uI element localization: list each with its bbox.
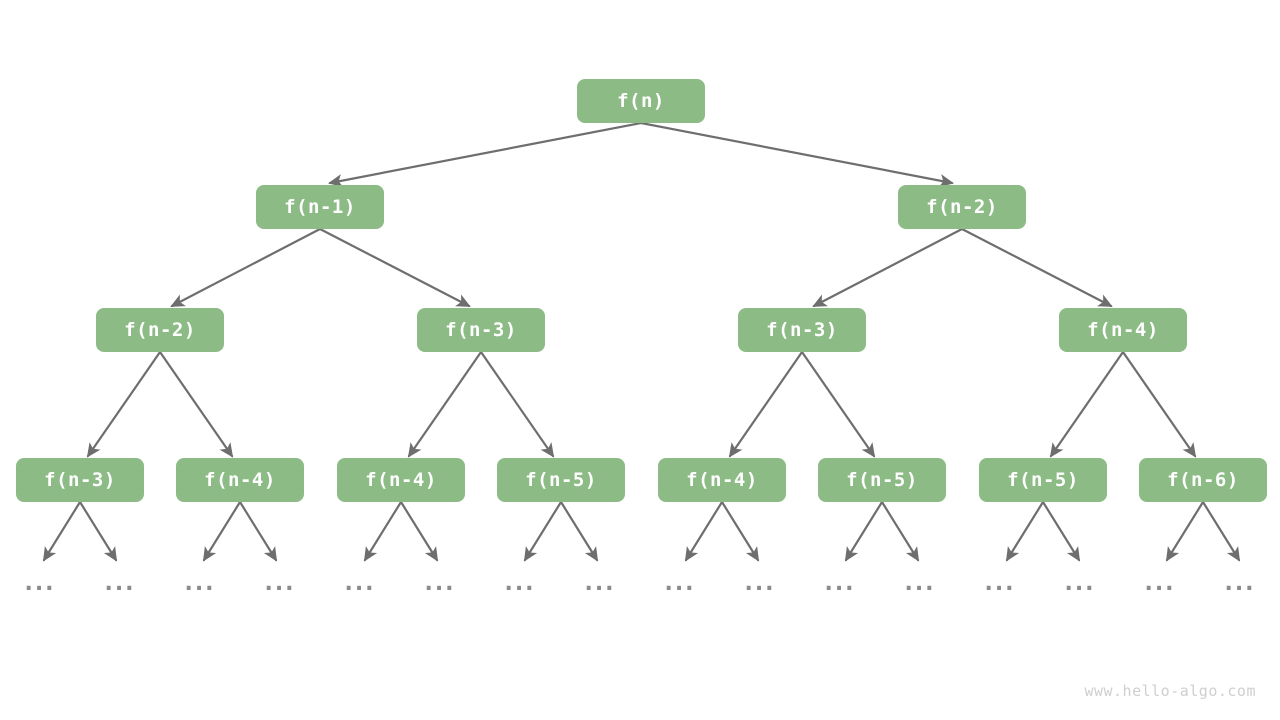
- tree-edge: [202, 500, 242, 562]
- ellipsis-marker: ...: [24, 571, 56, 596]
- tree-node-label: f(n-4): [1087, 319, 1159, 341]
- tree-node: f(n-6): [1139, 458, 1267, 502]
- tree-node-label: f(n-5): [1007, 469, 1079, 491]
- tree-edge: [1005, 500, 1045, 562]
- tree-edge: [78, 500, 118, 562]
- ellipsis-marker: ...: [104, 571, 136, 596]
- tree-edge: [1041, 500, 1081, 562]
- tree-edge: [800, 350, 876, 458]
- tree-node: f(n-2): [96, 308, 224, 352]
- tree-node-label: f(n-6): [1167, 469, 1239, 491]
- tree-edge: [1201, 500, 1241, 562]
- watermark: www.hello-algo.com: [1084, 682, 1256, 700]
- tree-edge: [684, 500, 724, 562]
- tree-edge: [559, 500, 599, 562]
- tree-edge: [86, 350, 162, 458]
- tree-edge: [844, 500, 884, 562]
- tree-node: f(n-1): [256, 185, 384, 229]
- ellipsis-marker: ...: [1224, 571, 1256, 596]
- tree-edge: [728, 350, 804, 458]
- ellipsis-marker: ...: [904, 571, 936, 596]
- tree-node: f(n-5): [979, 458, 1107, 502]
- ellipsis-marker: ...: [664, 571, 696, 596]
- ellipsis-marker: ...: [264, 571, 296, 596]
- tree-node-label: f(n-4): [365, 469, 437, 491]
- tree-edge: [238, 500, 278, 562]
- tree-edge: [158, 350, 234, 458]
- tree-node-label: f(n-5): [525, 469, 597, 491]
- ellipsis-marker: ...: [424, 571, 456, 596]
- tree-node-label: f(n): [617, 90, 665, 112]
- tree-node: f(n-5): [497, 458, 625, 502]
- tree-edge: [363, 500, 403, 562]
- ellipsis-marker: ...: [344, 571, 376, 596]
- tree-edge: [1121, 350, 1197, 458]
- tree-node: f(n-2): [898, 185, 1026, 229]
- ellipsis-marker: ...: [504, 571, 536, 596]
- tree-edge: [399, 500, 439, 562]
- tree-edge: [639, 121, 954, 188]
- tree-node: f(n-5): [818, 458, 946, 502]
- ellipsis-marker: ...: [744, 571, 776, 596]
- tree-node-label: f(n-2): [124, 319, 196, 341]
- tree-node: f(n-4): [337, 458, 465, 502]
- tree-edge: [880, 500, 920, 562]
- tree-edge: [479, 350, 555, 458]
- tree-edge: [407, 350, 483, 458]
- tree-edge: [960, 227, 1113, 308]
- tree-node: f(n-3): [16, 458, 144, 502]
- tree-edge: [170, 227, 322, 308]
- ellipsis-marker: ...: [1144, 571, 1176, 596]
- tree-node-label: f(n-2): [926, 196, 998, 218]
- tree-node: f(n-4): [658, 458, 786, 502]
- tree-node: f(n): [577, 79, 705, 123]
- tree-edge: [523, 500, 563, 562]
- tree-edge: [42, 500, 82, 562]
- ellipsis-marker: ...: [984, 571, 1016, 596]
- tree-node-label: f(n-3): [44, 469, 116, 491]
- ellipsis-marker: ...: [1064, 571, 1096, 596]
- tree-node-label: f(n-4): [686, 469, 758, 491]
- tree-node: f(n-3): [417, 308, 545, 352]
- tree-node-label: f(n-3): [766, 319, 838, 341]
- tree-edge: [812, 227, 964, 308]
- tree-edge: [1049, 350, 1125, 458]
- tree-node: f(n-4): [1059, 308, 1187, 352]
- tree-edge: [318, 227, 471, 308]
- tree-node-label: f(n-1): [284, 196, 356, 218]
- tree-node-label: f(n-5): [846, 469, 918, 491]
- tree-node: f(n-4): [176, 458, 304, 502]
- tree-edge: [720, 500, 760, 562]
- tree-node-label: f(n-4): [204, 469, 276, 491]
- tree-edge: [328, 121, 643, 188]
- ellipsis-marker: ...: [184, 571, 216, 596]
- tree-edge: [1165, 500, 1205, 562]
- tree-node-label: f(n-3): [445, 319, 517, 341]
- tree-node: f(n-3): [738, 308, 866, 352]
- ellipsis-marker: ...: [584, 571, 616, 596]
- ellipsis-marker: ...: [824, 571, 856, 596]
